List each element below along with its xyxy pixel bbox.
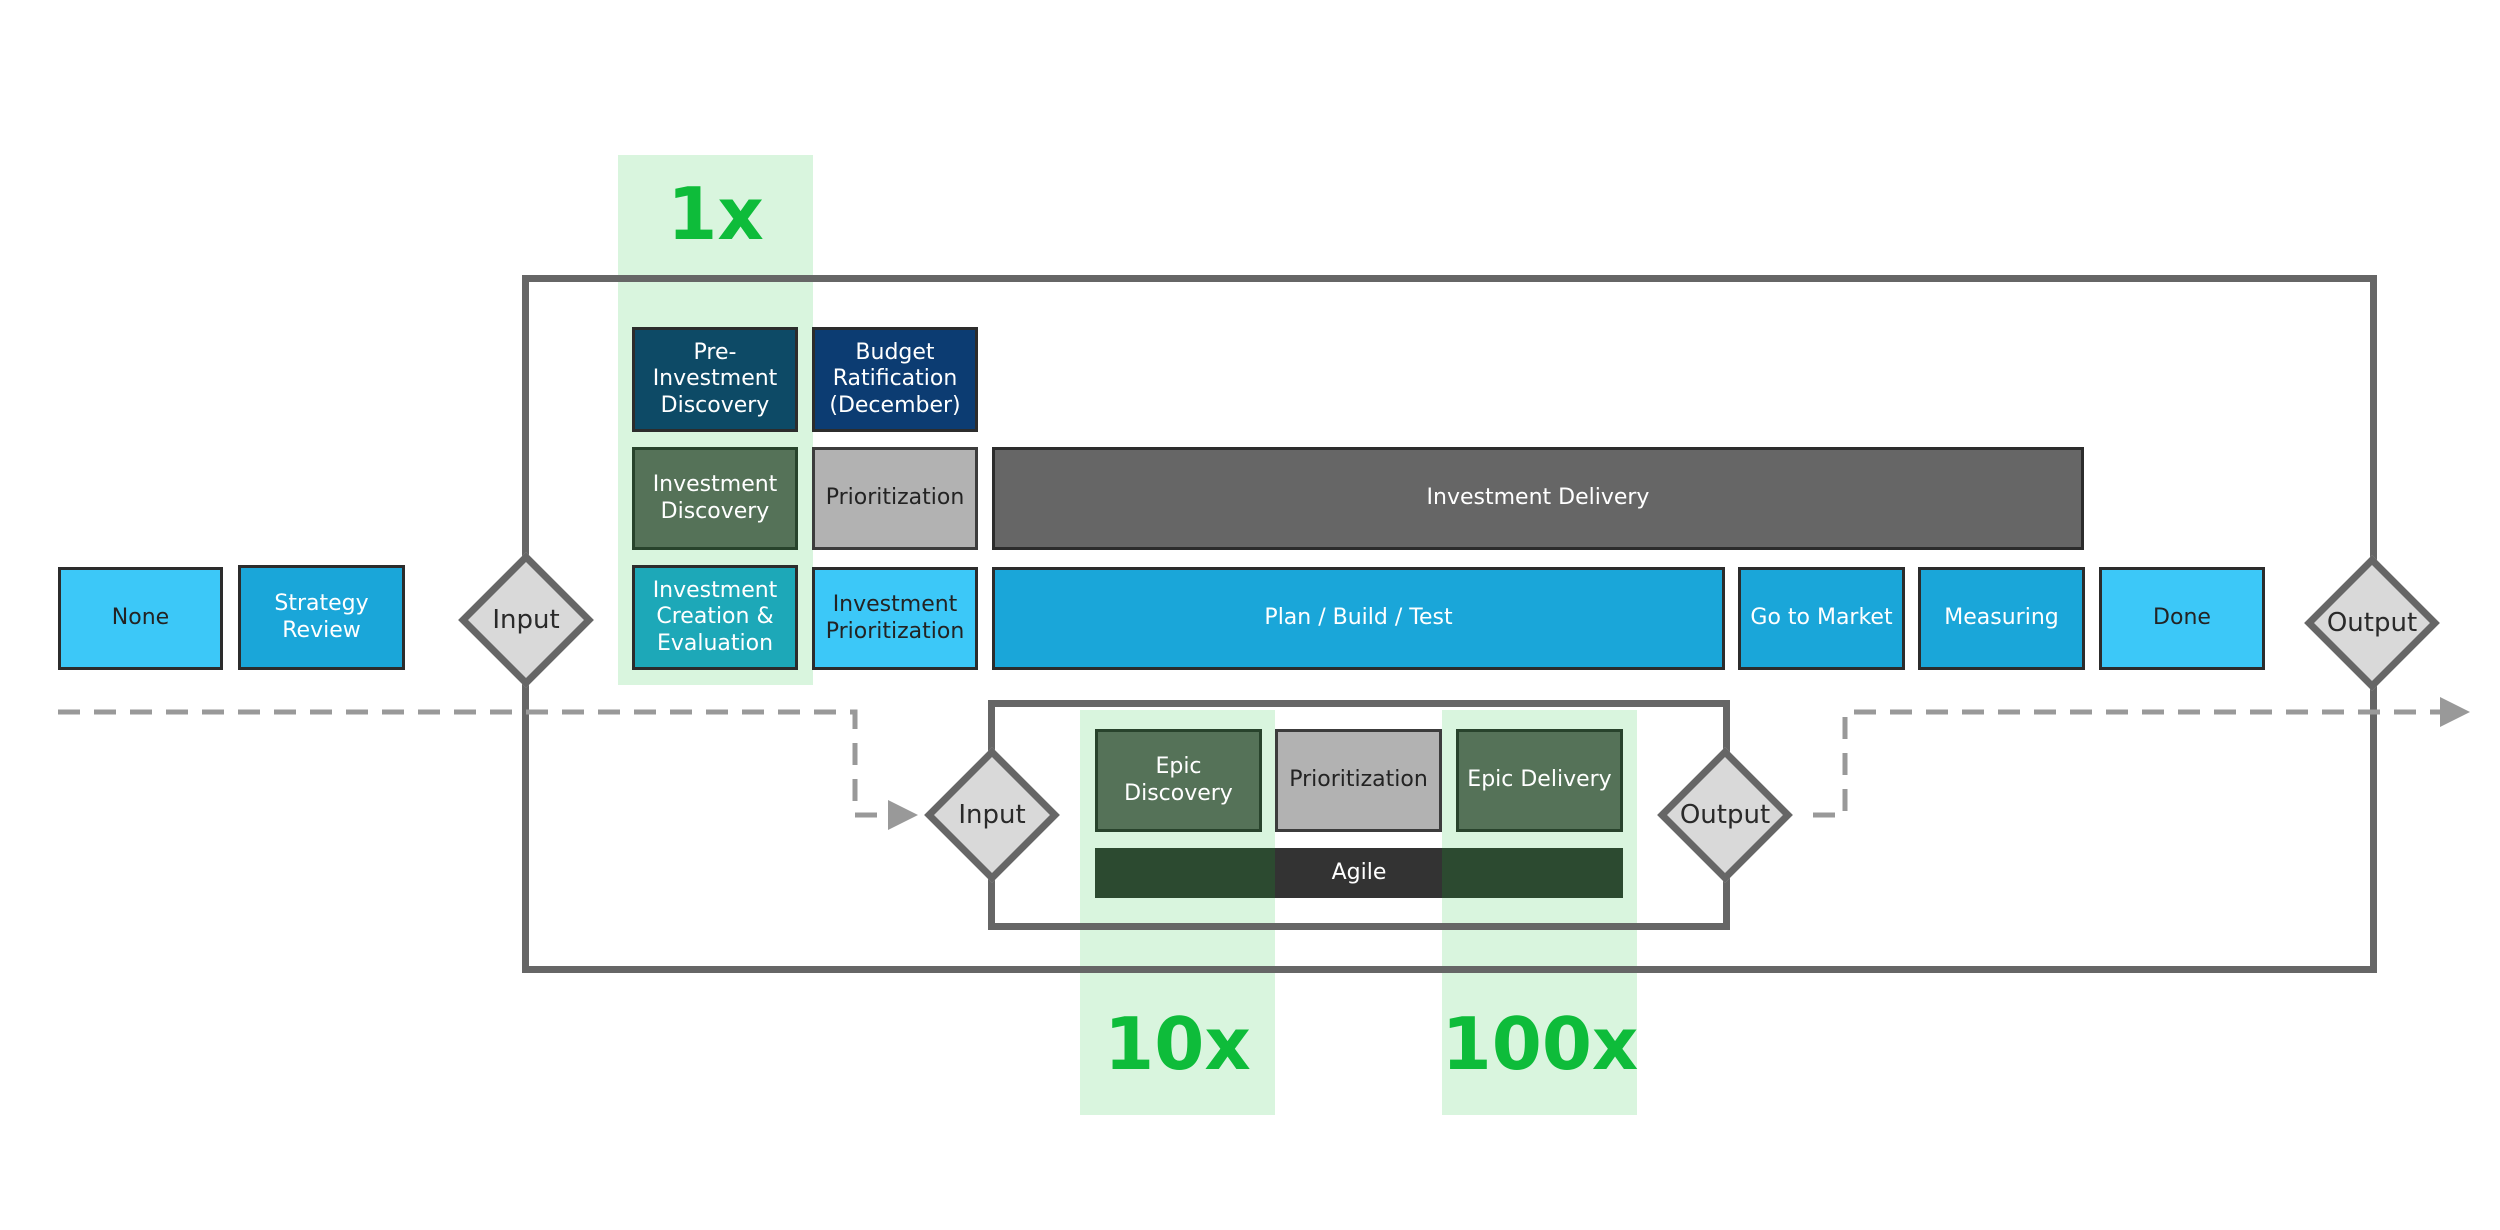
box-prioritization-outer: Prioritization bbox=[812, 447, 978, 550]
arrowhead-output bbox=[2440, 697, 2470, 727]
box-prioritization-inner: Prioritization bbox=[1275, 729, 1442, 832]
box-investment-discovery: Investment Discovery bbox=[632, 447, 798, 550]
outer-output-label: Output bbox=[2326, 608, 2418, 638]
inner-output-label: Output bbox=[1679, 800, 1771, 830]
dashed-flow-out bbox=[1813, 709, 2440, 818]
box-investment-creation: Investment Creation & Evaluation bbox=[632, 565, 798, 670]
inner-output-node: Output bbox=[1655, 745, 1795, 885]
box-budget-ratification: Budget Ratification (December) bbox=[812, 327, 978, 432]
box-epic-discovery: Epic Discovery bbox=[1095, 729, 1262, 832]
arrowhead-inner-input bbox=[888, 800, 918, 830]
box-none: None bbox=[58, 567, 223, 670]
box-go-to-market: Go to Market bbox=[1738, 567, 1905, 670]
box-pre-investment-discovery: Pre-Investment Discovery bbox=[632, 327, 798, 432]
box-done: Done bbox=[2099, 567, 2265, 670]
multiplier-10x: 10x bbox=[1104, 1002, 1251, 1086]
box-measuring: Measuring bbox=[1918, 567, 2085, 670]
inner-input-node: Input bbox=[922, 745, 1062, 885]
outer-input-label: Input bbox=[492, 605, 560, 635]
multiplier-100x: 100x bbox=[1441, 1002, 1639, 1086]
dashed-flow-in bbox=[58, 709, 893, 818]
agile-label: Agile bbox=[1331, 860, 1387, 885]
box-investment-delivery: Investment Delivery bbox=[992, 447, 2084, 550]
box-strategy-review: Strategy Review bbox=[238, 565, 405, 670]
box-plan-build-test: Plan / Build / Test bbox=[992, 567, 1725, 670]
box-epic-delivery: Epic Delivery bbox=[1456, 729, 1623, 832]
outer-output-node: Output bbox=[2302, 553, 2442, 693]
inner-input-label: Input bbox=[958, 800, 1026, 830]
multiplier-1x: 1x bbox=[667, 172, 764, 256]
outer-input-node: Input bbox=[456, 550, 596, 690]
box-investment-prioritization: Investment Prioritization bbox=[812, 567, 978, 670]
agile-bar-center bbox=[1275, 848, 1442, 898]
